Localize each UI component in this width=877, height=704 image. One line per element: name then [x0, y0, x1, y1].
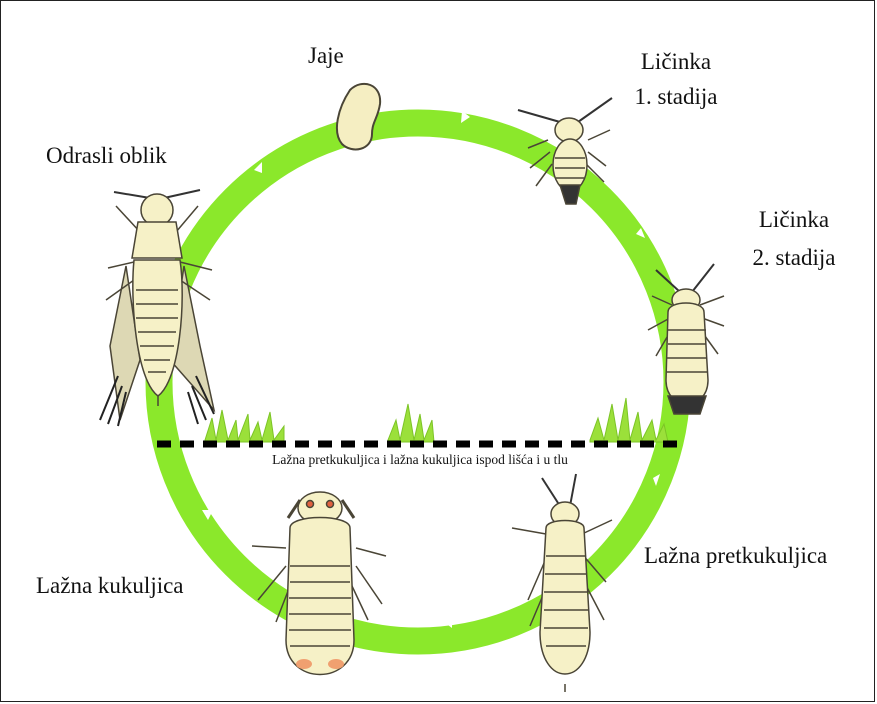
egg-label: Jaje: [308, 42, 344, 69]
larva-stage1-label: Ličinka 1. stadija: [620, 48, 732, 110]
grass-icon: [388, 404, 434, 442]
cycle-ring: [159, 123, 677, 641]
prepupa-label: Lažna pretkukuljica: [644, 542, 827, 569]
larva-stage1-label-line1: Ličinka: [620, 48, 732, 75]
underground-caption: Lažna pretkukuljica i lažna kukuljica is…: [160, 452, 680, 468]
larva-stage2-label-line1: Ličinka: [736, 206, 852, 233]
adult-label: Odrasli oblik: [46, 142, 167, 169]
larva-stage2-label: Ličinka 2. stadija: [736, 206, 852, 271]
grass-icon: [205, 410, 284, 442]
pupa-label: Lažna kukuljica: [36, 572, 184, 599]
larva-stage2-label-line2: 2. stadija: [736, 244, 852, 271]
larva-stage1-label-line2: 1. stadija: [620, 83, 732, 110]
grass-tufts: [205, 398, 668, 442]
grass-icon: [590, 398, 668, 442]
